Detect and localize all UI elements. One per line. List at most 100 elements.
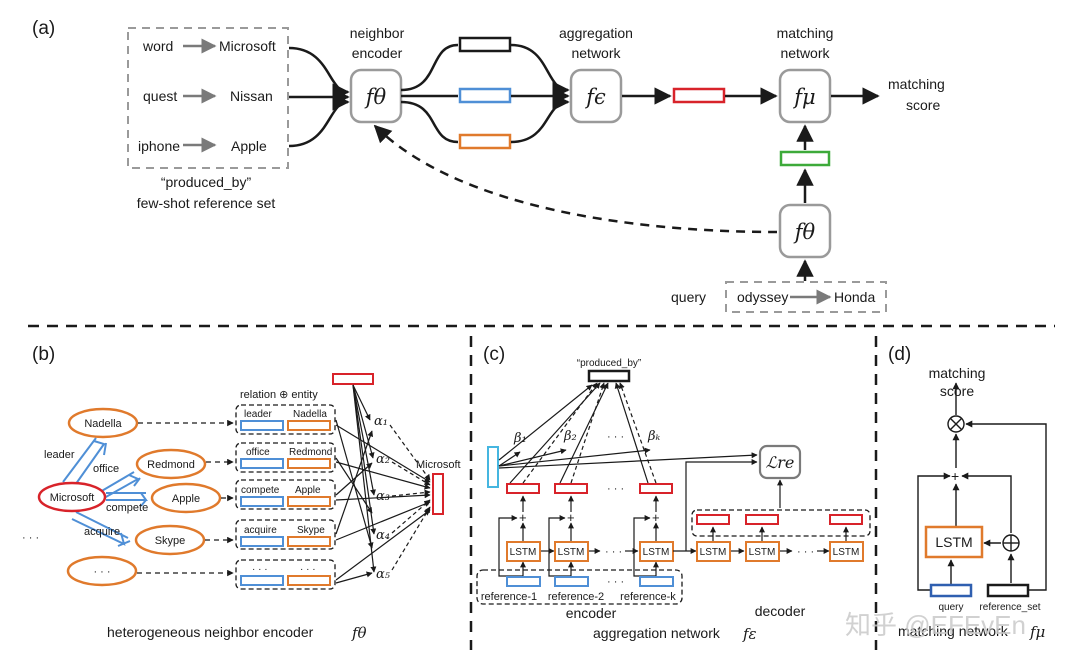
node-microsoft: [37, 481, 107, 513]
plus-k: +: [652, 510, 660, 525]
hidden-to-beta-k: [498, 447, 651, 467]
alpha-to-out-4: [391, 499, 431, 534]
input-curve-1: [288, 46, 350, 101]
matching-symbol: fμ: [792, 85, 815, 109]
neighbor-encoder-symbol: fθ: [364, 85, 387, 109]
dec-lstm-k: [829, 541, 864, 562]
alpha-3: α₃: [376, 489, 390, 504]
input-curve-3: [288, 93, 350, 148]
query-head: odyssey: [737, 289, 788, 305]
agg-curve-1: [510, 43, 570, 99]
row-rel-embed-3: [240, 496, 284, 507]
row-to-out-5: [335, 509, 431, 581]
score-label-2: score: [940, 383, 974, 399]
enc-lstm-2-label: LSTM: [558, 547, 585, 558]
enc-lstm-1: [506, 541, 541, 562]
enc-lstm-2: [554, 541, 589, 562]
embed-curve-black: [400, 43, 459, 92]
dec-lstm-k-label: LSTM: [833, 547, 860, 558]
node-apple-label: Apple: [172, 493, 200, 505]
produced-by-label: “produced_by”: [577, 358, 641, 369]
row-rel-embed-4: [240, 536, 284, 547]
output-label: Microsoft: [416, 459, 461, 471]
panel-label-d: (d): [888, 344, 911, 365]
pair-tail-2: Nissan: [230, 88, 273, 104]
node-redmond: [135, 448, 207, 480]
loss-box: [758, 444, 802, 480]
aggregation-symbol: fϵ: [584, 85, 606, 109]
dec-out-k: [829, 514, 863, 525]
edge-leader-label: leader: [44, 449, 75, 461]
agg-curve-3: [510, 93, 570, 144]
row-rel-1: leader: [244, 409, 272, 420]
plus-2: +: [567, 510, 575, 525]
decoder-label: decoder: [755, 603, 806, 619]
row-ent-embed-4: [287, 536, 331, 547]
row-rel-embed-5: [240, 575, 284, 586]
att-r-2: [335, 457, 373, 514]
dec-lstm-2: [745, 541, 780, 562]
enc-to-loss: [685, 459, 758, 551]
alpha-4: α₄: [376, 528, 390, 543]
alpha-5: α₅: [376, 567, 391, 582]
relation-entity-header: relation ⊕ entity: [240, 389, 318, 401]
query-label: query: [671, 289, 706, 305]
query-pair-box: [725, 281, 887, 313]
pair-head-1: word: [142, 38, 173, 54]
row-ent-1: Nadella: [293, 409, 327, 420]
decoder-output-box: [691, 509, 871, 537]
neighbor-encoder-label-1: neighbor: [350, 25, 405, 41]
edge-compete: [106, 492, 148, 507]
row-ent-2: Redmond: [289, 447, 332, 458]
matching-score-label-2: score: [906, 97, 940, 113]
row-ent-5: · · ·: [300, 564, 316, 575]
beta-dots: · · ·: [607, 431, 624, 443]
dec-lstm-2-label: LSTM: [749, 547, 776, 558]
row-rel-embed-2: [240, 458, 284, 469]
alpha-to-out-5: [391, 506, 431, 571]
enc-chain-dots: · · ·: [605, 546, 622, 558]
row-rel-4: acquire: [244, 525, 277, 536]
caption-d-math: fμ: [1029, 623, 1045, 641]
enc-hidden-2: [554, 483, 588, 494]
refset-caption-1: “produced_by”: [161, 174, 252, 190]
loss-symbol: ℒre: [766, 453, 795, 472]
row-box-3: [235, 479, 336, 510]
att-r-3: [335, 462, 373, 496]
caption-b-math: fθ: [351, 624, 367, 642]
enc-hidden-1: [506, 483, 540, 494]
ref-label-2: reference-2: [548, 591, 604, 603]
embedding-blue: [458, 87, 512, 104]
alpha-2: α₂: [376, 452, 390, 467]
query-tail: Honda: [834, 289, 875, 305]
embedding-black: [458, 36, 512, 53]
alpha-to-out-3: [391, 489, 431, 497]
otimes-x2: [950, 418, 962, 430]
otimes-circle: [947, 415, 965, 433]
panel-label-b: (b): [32, 344, 55, 365]
decoder-hidden-vector: [487, 446, 499, 488]
node-apple: [150, 482, 222, 514]
enc-lstm-1-label: LSTM: [510, 547, 537, 558]
beta-solid-2: [559, 382, 609, 484]
beta-2: β₂: [563, 429, 577, 444]
reference-embedding-red: [672, 87, 726, 104]
node-microsoft-label: Microsoft: [50, 492, 95, 504]
edge-compete-label: compete: [106, 502, 148, 514]
row-ent-embed-3: [287, 496, 331, 507]
edge-acquire: [71, 511, 131, 547]
att-q-3: [352, 384, 376, 496]
embed-curve-orange: [400, 100, 459, 144]
refset-label-d: reference_set: [979, 602, 1040, 613]
plus-1: +: [519, 510, 527, 525]
embedding-orange: [458, 133, 512, 150]
dec-out-2: [745, 514, 779, 525]
node-skype: [134, 524, 206, 556]
alpha-1: α₁: [374, 414, 388, 429]
caption-d: matching network: [898, 623, 1009, 639]
output-vector: [432, 473, 444, 515]
beta-1: β₁: [513, 431, 527, 446]
caption-c-math: fε: [742, 625, 757, 643]
oplus-to-plus: [961, 472, 1012, 533]
ref-embed-2: [554, 576, 589, 587]
